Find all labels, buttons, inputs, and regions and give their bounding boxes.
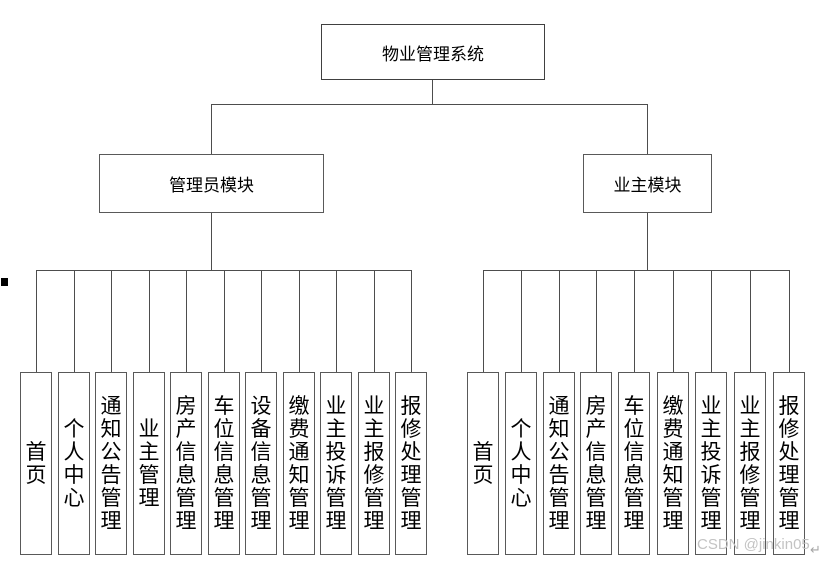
connector-admin-leaf-8	[336, 270, 337, 373]
admin-leaf-owner-management: 业主管理	[133, 372, 165, 555]
owner-leaf-repair-processing: 报修处理管理	[773, 372, 805, 555]
connector-admin-leaf-2	[111, 270, 112, 373]
paragraph-return-mark: ↵	[810, 543, 821, 558]
owner-leaf-payment-notice: 缴费通知管理	[657, 372, 689, 555]
admin-leaf-property-info-label: 房产信息管理	[175, 393, 197, 533]
owner-leaf-repair-processing-label: 报修处理管理	[778, 393, 800, 533]
owner-leaf-parking-info: 车位信息管理	[618, 372, 650, 555]
owner-leaf-notice-announcement-label: 通知公告管理	[548, 393, 570, 533]
node-admin-label: 管理员模块	[169, 176, 254, 195]
owner-leaf-home-label: 首页	[472, 439, 494, 487]
admin-leaf-payment-notice: 缴费通知管理	[283, 372, 315, 555]
connector-admin-leaf-6	[261, 270, 262, 373]
admin-leaf-owner-repair-label: 业主报修管理	[363, 393, 385, 533]
admin-leaf-personal-center: 个人中心	[58, 372, 90, 555]
admin-leaf-owner-complaint-label: 业主投诉管理	[325, 393, 347, 533]
node-root-system: 物业管理系统	[321, 24, 545, 80]
owner-leaf-payment-notice-label: 缴费通知管理	[662, 393, 684, 533]
owner-leaf-property-info-label: 房产信息管理	[585, 393, 607, 533]
owner-leaf-owner-repair-label: 业主报修管理	[739, 393, 761, 533]
admin-leaf-notice-announcement: 通知公告管理	[95, 372, 127, 555]
connector-admin-leaf-5	[224, 270, 225, 373]
admin-leaf-home-label: 首页	[25, 439, 47, 487]
admin-leaf-notice-announcement-label: 通知公告管理	[100, 393, 122, 533]
admin-leaf-parking-info: 车位信息管理	[208, 372, 240, 555]
admin-leaf-repair-processing: 报修处理管理	[395, 372, 427, 555]
node-owner-label: 业主模块	[613, 176, 682, 195]
admin-leaf-payment-notice-label: 缴费通知管理	[288, 393, 310, 533]
connector-admin-leaf-4	[186, 270, 187, 373]
connector-owner-leaf-3	[596, 270, 597, 373]
owner-leaf-notice-announcement: 通知公告管理	[543, 372, 575, 555]
connector-admin-drop	[211, 104, 212, 154]
node-owner-module: 业主模块	[583, 154, 712, 213]
admin-leaf-personal-center-label: 个人中心	[63, 416, 85, 510]
connector-admin-stem	[211, 213, 212, 270]
owner-leaf-owner-repair: 业主报修管理	[734, 372, 766, 555]
node-root-label: 物业管理系统	[382, 44, 484, 64]
connector-owner-leaf-5	[673, 270, 674, 373]
connector-owner-leaf-2	[559, 270, 560, 373]
connector-admin-leaf-7	[299, 270, 300, 373]
admin-leaf-owner-repair: 业主报修管理	[358, 372, 390, 555]
connector-root-stem	[432, 80, 433, 105]
connector-admin-leaf-1	[74, 270, 75, 373]
connector-owner-leaf-6	[711, 270, 712, 373]
connector-owner-drop	[647, 104, 648, 154]
owner-leaf-parking-info-label: 车位信息管理	[623, 393, 645, 533]
connector-owner-crossbar	[483, 270, 790, 271]
connector-owner-leaf-7	[750, 270, 751, 373]
owner-leaf-home: 首页	[467, 372, 499, 555]
connector-admin-leaf-0	[36, 270, 37, 373]
owner-leaf-personal-center: 个人中心	[505, 372, 537, 555]
connector-owner-leaf-1	[521, 270, 522, 373]
owner-leaf-property-info: 房产信息管理	[580, 372, 612, 555]
admin-leaf-parking-info-label: 车位信息管理	[213, 393, 235, 533]
node-admin-module: 管理员模块	[99, 154, 324, 213]
connector-owner-leaf-8	[789, 270, 790, 373]
connector-owner-stem	[647, 213, 648, 270]
admin-leaf-property-info: 房产信息管理	[170, 372, 202, 555]
admin-leaf-owner-complaint: 业主投诉管理	[320, 372, 352, 555]
connector-root-crossbar	[211, 104, 648, 105]
csdn-watermark: CSDN @jinkin05	[697, 536, 810, 553]
admin-leaf-repair-processing-label: 报修处理管理	[400, 393, 422, 533]
connector-admin-leaf-9	[374, 270, 375, 373]
connector-admin-leaf-10	[411, 270, 412, 373]
admin-leaf-owner-management-label: 业主管理	[138, 416, 160, 510]
owner-leaf-personal-center-label: 个人中心	[510, 416, 532, 510]
page-edge-marker	[1, 278, 8, 286]
admin-leaf-home: 首页	[20, 372, 52, 555]
admin-leaf-equipment-info-label: 设备信息管理	[250, 393, 272, 533]
admin-leaf-equipment-info: 设备信息管理	[245, 372, 277, 555]
owner-leaf-owner-complaint-label: 业主投诉管理	[700, 393, 722, 533]
connector-owner-leaf-4	[634, 270, 635, 373]
connector-admin-leaf-3	[149, 270, 150, 373]
owner-leaf-owner-complaint: 业主投诉管理	[695, 372, 727, 555]
connector-owner-leaf-0	[483, 270, 484, 373]
